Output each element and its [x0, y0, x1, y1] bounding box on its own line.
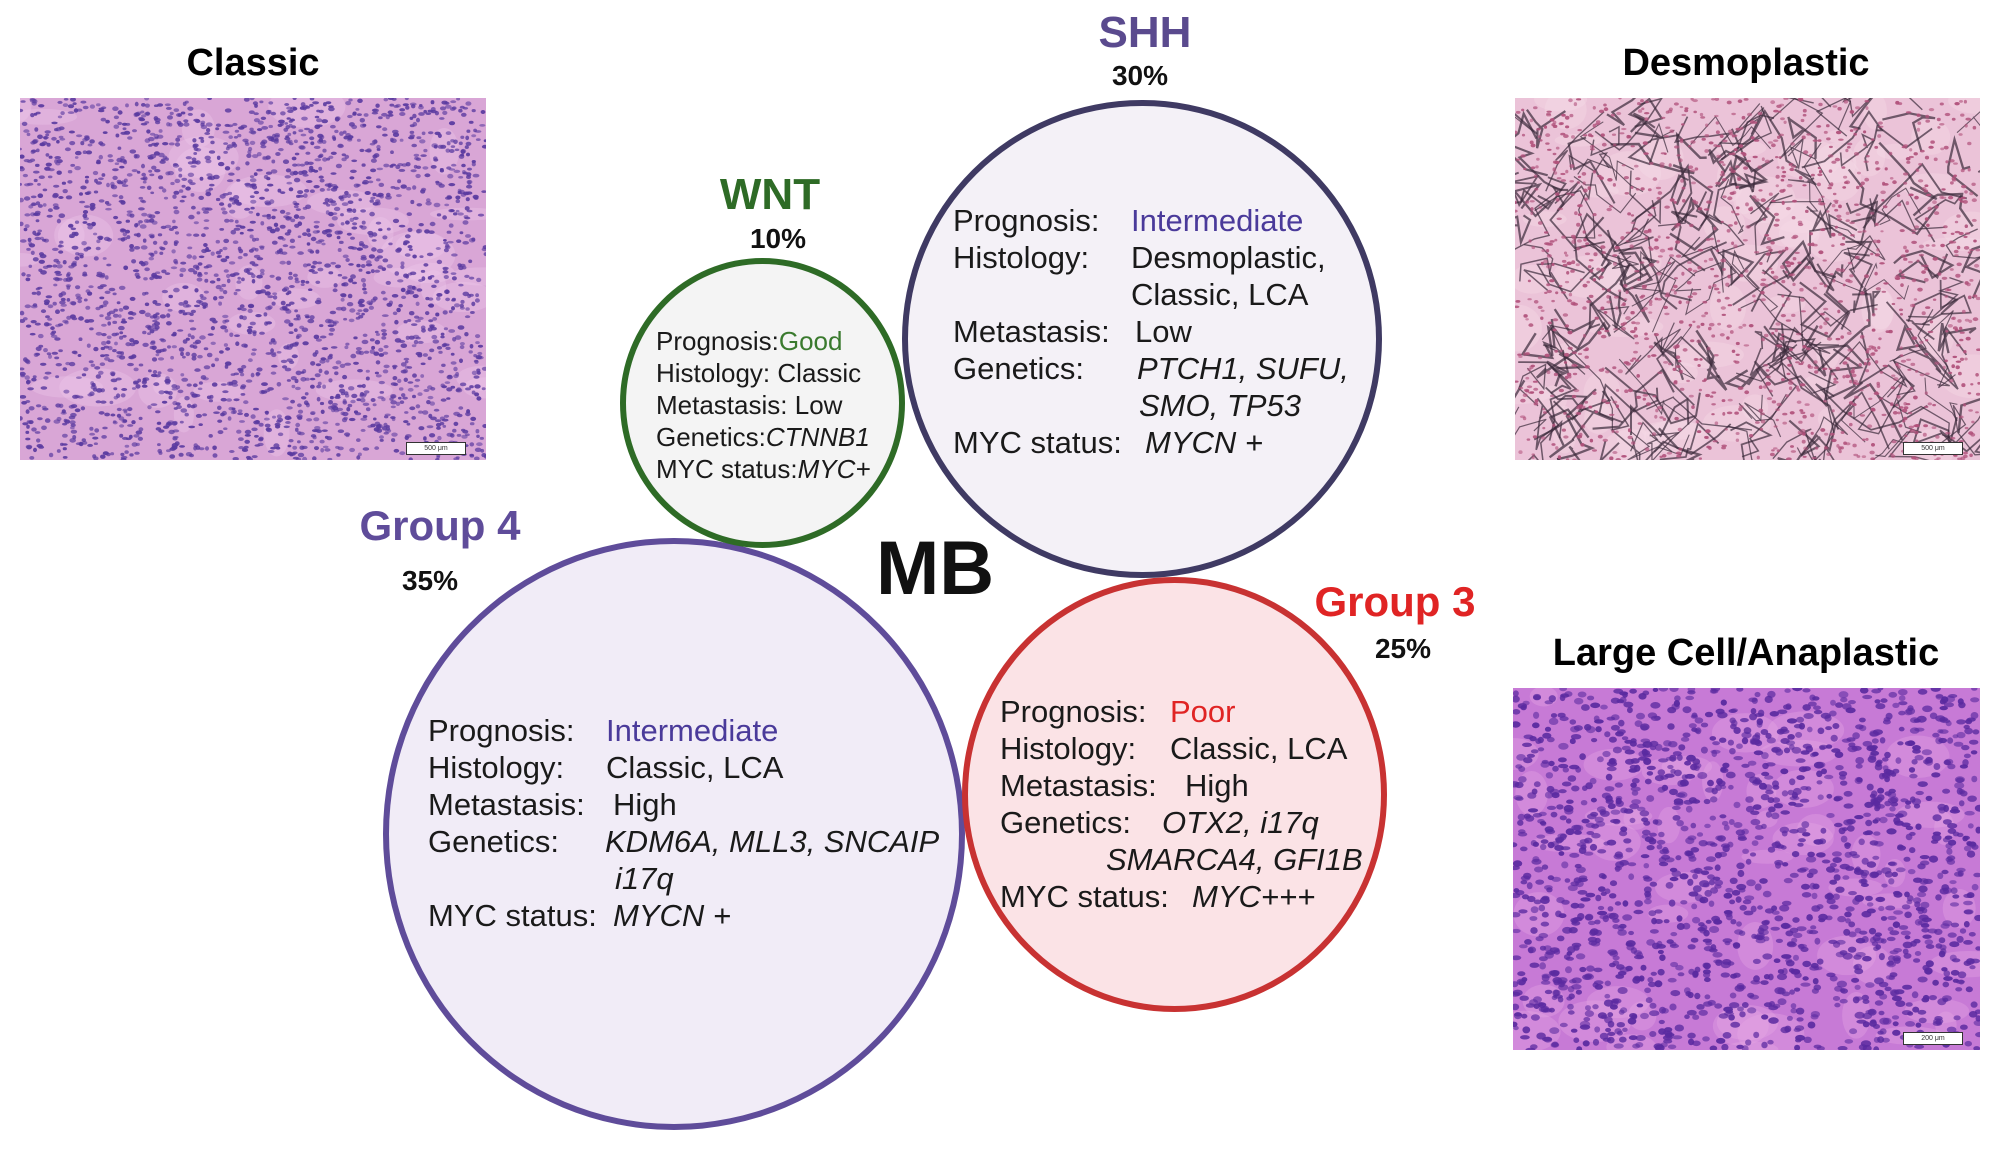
- group4-circle: [383, 538, 965, 1130]
- group3-prognosis-value: Poor: [1170, 694, 1236, 729]
- classic-scale-bar: 500 μm: [406, 442, 466, 455]
- wnt-histology-value: Classic: [777, 358, 862, 388]
- group3-histology-label: Histology:: [1000, 731, 1137, 766]
- lca-panel-title: Large Cell/Anaplastic: [1552, 632, 1940, 674]
- shh-histology-value-2: Classic, LCA: [1131, 277, 1309, 312]
- lca-scale-bar: 200 μm: [1903, 1032, 1963, 1045]
- wnt-circle: [620, 258, 905, 548]
- desmoplastic-scale-bar: 500 μm: [1903, 442, 1963, 455]
- group4-metastasis-label: Metastasis:: [428, 787, 585, 822]
- shh-prognosis-value: Intermediate: [1131, 203, 1304, 238]
- wnt-prognosis-row: Prognosis:Good: [656, 325, 871, 357]
- wnt-genetics-row: Genetics:CTNNB1: [656, 421, 871, 453]
- shh-histology-value-1: Desmoplastic,: [1131, 240, 1326, 275]
- shh-percent: 30%: [1111, 60, 1169, 91]
- group3-myc-value: MYC+++: [1192, 879, 1316, 914]
- wnt-group-name: WNT: [719, 170, 821, 219]
- wnt-percent: 10%: [749, 223, 807, 254]
- group3-metastasis-value: High: [1185, 768, 1249, 803]
- wnt-genetics-value: CTNNB1: [765, 422, 870, 452]
- wnt-metastasis-label: Metastasis:: [656, 390, 788, 420]
- wnt-prognosis-value: Good: [778, 326, 843, 356]
- shh-myc-value: MYCN +: [1145, 425, 1263, 460]
- group4-genetics-value-1: KDM6A, MLL3, SNCAIP: [605, 824, 940, 859]
- group3-genetics-label: Genetics:: [1000, 805, 1131, 840]
- group3-circle: [962, 577, 1387, 1012]
- shh-genetics-value-1: PTCH1, SUFU,: [1137, 351, 1349, 386]
- classic-histology-image: 500 μm: [20, 98, 486, 460]
- shh-prognosis-label: Prognosis:: [953, 203, 1100, 238]
- group3-prognosis-label: Prognosis:: [1000, 694, 1147, 729]
- shh-circle: [902, 100, 1382, 578]
- wnt-details: Prognosis:Good Histology: Classic Metast…: [656, 325, 871, 485]
- group4-prognosis-value: Intermediate: [606, 713, 779, 748]
- classic-panel-title: Classic: [186, 42, 320, 84]
- wnt-histology-row: Histology: Classic: [656, 357, 871, 389]
- group4-genetics-value-2: i17q: [615, 861, 674, 896]
- group4-prognosis-label: Prognosis:: [428, 713, 575, 748]
- shh-metastasis-label: Metastasis:: [953, 314, 1110, 349]
- desmoplastic-panel-title: Desmoplastic: [1622, 42, 1870, 84]
- group3-genetics-value-1: OTX2, i17q: [1162, 805, 1319, 840]
- shh-histology-label: Histology:: [953, 240, 1090, 275]
- group3-group-name: Group 3: [1314, 578, 1476, 625]
- group4-percent: 35%: [401, 565, 459, 596]
- wnt-metastasis-value: Low: [794, 390, 843, 420]
- wnt-prognosis-label: Prognosis:: [656, 326, 779, 356]
- shh-group-name: SHH: [1098, 8, 1192, 57]
- wnt-metastasis-row: Metastasis: Low: [656, 389, 871, 421]
- shh-metastasis-value: Low: [1135, 314, 1192, 349]
- group3-metastasis-label: Metastasis:: [1000, 768, 1157, 803]
- wnt-myc-value: MYC+: [797, 454, 871, 484]
- group4-myc-label: MYC status:: [428, 898, 597, 933]
- shh-myc-label: MYC status:: [953, 425, 1122, 460]
- desmoplastic-histology-image: 500 μm: [1515, 98, 1980, 460]
- shh-genetics-label: Genetics:: [953, 351, 1084, 386]
- group4-histology-label: Histology:: [428, 750, 565, 785]
- wnt-genetics-label: Genetics:: [656, 422, 766, 452]
- group4-group-name: Group 4: [359, 502, 521, 549]
- group3-myc-label: MYC status:: [1000, 879, 1169, 914]
- group4-metastasis-value: High: [613, 787, 677, 822]
- group3-histology-value: Classic, LCA: [1170, 731, 1348, 766]
- medulloblastoma-label: MB: [876, 526, 995, 611]
- group3-genetics-value-2: SMARCA4, GFI1B: [1106, 842, 1363, 877]
- wnt-myc-row: MYC status:MYC+: [656, 453, 871, 485]
- group4-myc-value: MYCN +: [613, 898, 731, 933]
- group3-percent: 25%: [1374, 633, 1432, 664]
- lca-histology-image: 200 μm: [1513, 688, 1980, 1050]
- group4-genetics-label: Genetics:: [428, 824, 559, 859]
- wnt-myc-label: MYC status:: [656, 454, 798, 484]
- shh-genetics-value-2: SMO, TP53: [1139, 388, 1301, 423]
- wnt-histology-label: Histology:: [656, 358, 771, 388]
- group4-histology-value: Classic, LCA: [606, 750, 784, 785]
